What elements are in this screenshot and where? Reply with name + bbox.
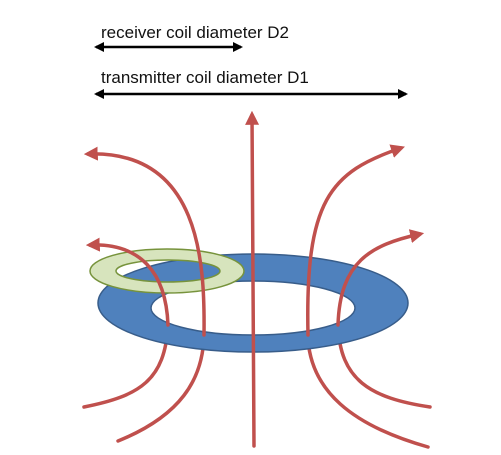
field-line-lower-inner-right <box>306 338 430 449</box>
field-line-inner-left <box>83 146 206 337</box>
field-lines-upper <box>83 110 425 448</box>
receiver-diameter-label: receiver coil diameter D2 <box>101 23 289 42</box>
field-line-inner-right <box>306 144 405 337</box>
field-line-lower-inner-left <box>116 333 206 443</box>
field-line-outer-right <box>336 229 425 327</box>
transmitter-diameter-label: transmitter coil diameter D1 <box>101 68 309 87</box>
field-line-outer-left <box>85 237 170 327</box>
field-line-center <box>245 110 260 448</box>
